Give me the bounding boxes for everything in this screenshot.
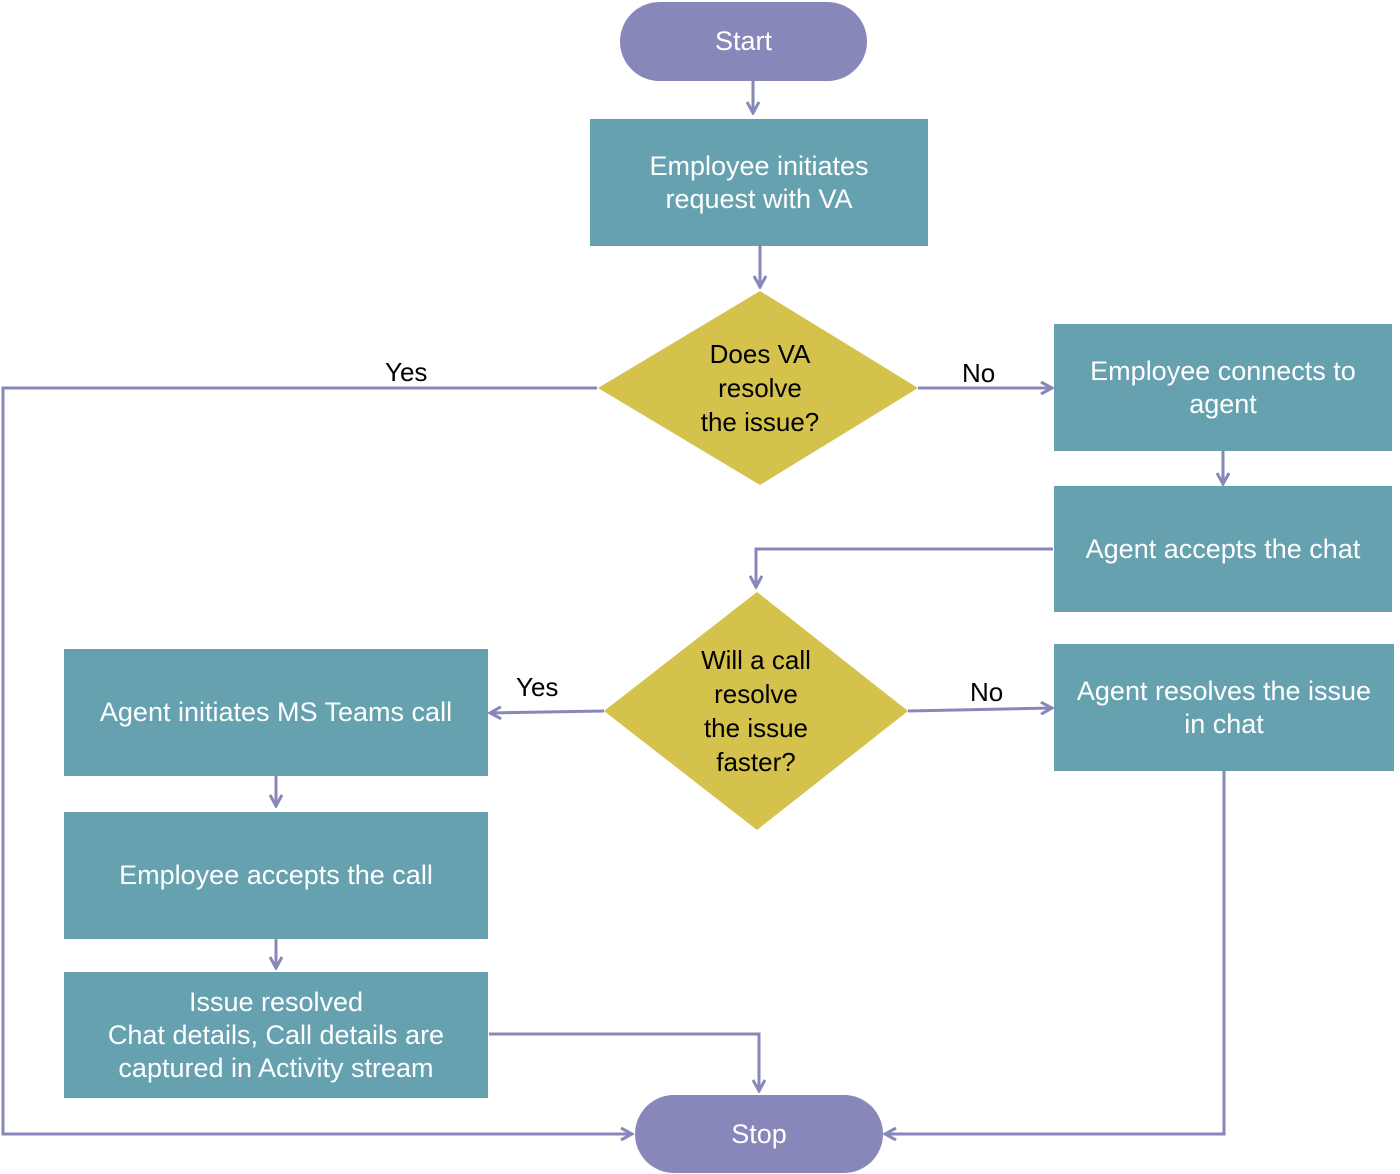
accept-call-label: Employee accepts the call: [119, 860, 433, 890]
initiate-request-label: Employee initiates request with VA: [649, 150, 869, 214]
decision-va-label: Does VA resolve the issue?: [700, 339, 820, 437]
accept-call-box: Employee accepts the call: [64, 812, 488, 939]
connect-agent-box: Employee connects to agent: [1054, 324, 1392, 451]
accept-chat-box: Agent accepts the chat: [1054, 486, 1392, 612]
call-no-label: No: [970, 677, 1004, 707]
decision-va-text: Does VA resolve the issue?: [660, 330, 860, 446]
connector-va-yes: [1, 386, 632, 1134]
teams-call-box: Agent initiates MS Teams call: [64, 649, 488, 776]
connector-call-yes: [490, 711, 605, 713]
issue-resolved-label: Issue resolved Chat details, Call detail…: [107, 986, 445, 1083]
start-terminal: Start: [620, 2, 867, 81]
connector-chat-to-stop: [885, 771, 1226, 1134]
decision-va-shape: [598, 291, 918, 485]
teams-call-label: Agent initiates MS Teams call: [99, 697, 453, 727]
va-no-label: No: [962, 358, 996, 388]
decision-call-label: Will a call resolve the issue faster?: [701, 645, 811, 777]
stop-label: Stop: [731, 1118, 787, 1149]
stop-terminal: Stop: [635, 1095, 883, 1173]
call-yes-label: Yes: [516, 672, 559, 702]
connect-agent-label: Employee connects to agent: [1090, 355, 1356, 419]
issue-resolved-box: Issue resolved Chat details, Call detail…: [64, 972, 488, 1098]
resolve-chat-label: Agent resolves the issue in chat: [1076, 675, 1372, 739]
connector-accept-to-decision: [756, 547, 1053, 587]
accept-chat-label: Agent accepts the chat: [1085, 533, 1361, 564]
va-yes-label: Yes: [385, 357, 428, 387]
decision-call-shape: [604, 592, 908, 830]
connector-call-no: [907, 708, 1052, 711]
connector-resolved-to-stop: [489, 1032, 759, 1091]
resolve-chat-box: Agent resolves the issue in chat: [1054, 644, 1394, 771]
start-label: Start: [714, 26, 773, 56]
initiate-request-box: Employee initiates request with VA: [590, 119, 928, 246]
decision-call-text: Will a call resolve the issue faster?: [656, 640, 856, 782]
